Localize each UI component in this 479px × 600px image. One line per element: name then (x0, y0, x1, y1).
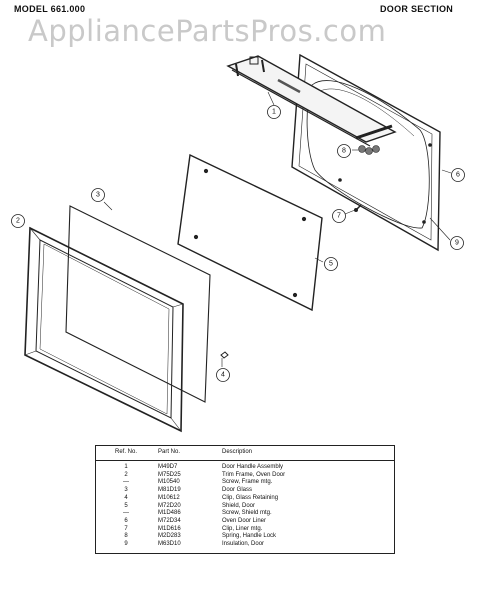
table-row: 8 M2D283 Spring, Handle Lock (96, 533, 394, 541)
description-cell: Screw, Frame mtg. (222, 479, 273, 486)
description-cell: Oven Door Liner (222, 517, 267, 524)
ref-cell: — (123, 510, 129, 517)
ref-cell: 1 (124, 464, 128, 470)
table-row: 2 M75D25 Trim Frame, Oven Door (96, 472, 394, 480)
ref-cell: 8 (124, 533, 128, 540)
svg-text:3: 3 (96, 192, 100, 199)
parts-table-header: Ref. No. Part No. Description (96, 446, 394, 461)
part-cell: M10540 (158, 479, 180, 486)
part-cell: M49D7 (158, 464, 178, 470)
part-cell: M2D283 (158, 533, 181, 540)
svg-text:8: 8 (342, 148, 346, 155)
part-cell: M75D25 (158, 471, 181, 478)
col-part-no: Part No. (156, 446, 220, 461)
callout-9: 9 (450, 236, 464, 250)
svg-text:9: 9 (455, 240, 459, 247)
svg-text:4: 4 (221, 372, 225, 379)
description-cell: Trim Frame, Oven Door (222, 471, 286, 478)
description-cell: Insulation, Door (222, 541, 265, 548)
description-cell: Spring, Handle Lock (222, 533, 277, 540)
svg-text:1: 1 (272, 109, 276, 116)
table-row: 9 M63D10 Insulation, Door (96, 541, 394, 553)
table-row: 3 M81D19 Door Glass (96, 487, 394, 495)
ref-cell: 3 (124, 487, 128, 494)
part-cell: M10612 (158, 494, 180, 501)
description-cell: Shield, Door (222, 502, 256, 509)
model-title: MODEL 661.000 (14, 4, 86, 14)
door-handle-part (226, 55, 397, 147)
table-row: 7 M1D616 Clip, Liner mtg. (96, 526, 394, 534)
table-row: 4 M10612 Clip, Glass Retaining (96, 495, 394, 503)
description-cell: Door Glass (222, 487, 253, 494)
spring-part (358, 145, 380, 155)
watermark: AppliancePartsPros.com (28, 14, 387, 48)
table-row: — M10540 Screw, Frame mtg. (96, 479, 394, 487)
part-cell: M1D616 (158, 525, 181, 532)
table-row: 6 M72D34 Oven Door Liner (96, 518, 394, 526)
part-cell: M63D10 (158, 541, 181, 548)
table-row: 1 M49D7 Door Handle Assembly (96, 461, 394, 472)
callout-1: 1 (267, 105, 281, 119)
col-description: Description (220, 446, 394, 461)
part-cell: M72D34 (158, 517, 181, 524)
svg-text:5: 5 (329, 261, 333, 268)
callout-2: 2 (11, 214, 25, 228)
description-cell: Clip, Liner mtg. (222, 525, 263, 532)
ref-cell: 5 (124, 502, 128, 509)
table-row: — M1D486 Screw, Shield mtg. (96, 510, 394, 518)
door-shield-part (177, 153, 323, 312)
leader-lines (29, 91, 452, 367)
table-row: 5 M72D20 Shield, Door (96, 503, 394, 511)
door-glass-part (65, 205, 211, 403)
part-cell: M81D19 (158, 487, 181, 494)
description-cell: Door Handle Assembly (222, 464, 284, 470)
callout-4: 4 (216, 368, 230, 382)
ref-cell: 9 (124, 541, 128, 548)
ref-cell: — (123, 479, 129, 486)
part-cell: M72D20 (158, 502, 181, 509)
svg-text:6: 6 (456, 172, 460, 179)
ref-cell: 7 (124, 525, 128, 532)
ref-cell: 4 (124, 494, 128, 501)
trim-frame-part (24, 226, 184, 433)
glass-clip-part (220, 351, 229, 359)
callout-5: 5 (324, 257, 338, 271)
ref-cell: 2 (124, 471, 128, 478)
svg-text:7: 7 (337, 213, 341, 220)
description-cell: Clip, Glass Retaining (222, 494, 279, 501)
description-cell: Screw, Shield mtg. (222, 510, 272, 517)
callout-6: 6 (451, 168, 465, 182)
ref-cell: 6 (124, 517, 128, 524)
part-cell: M1D486 (158, 510, 181, 517)
exploded-diagram: 1 2 3 4 5 6 7 8 9 (11, 53, 465, 433)
col-ref-no: Ref. No. (96, 446, 156, 461)
section-title: DOOR SECTION (380, 4, 454, 14)
liner-clip-part (354, 204, 362, 212)
callout-3: 3 (91, 188, 105, 202)
callout-7: 7 (332, 209, 346, 223)
callout-8: 8 (337, 144, 351, 158)
svg-text:2: 2 (16, 218, 20, 225)
